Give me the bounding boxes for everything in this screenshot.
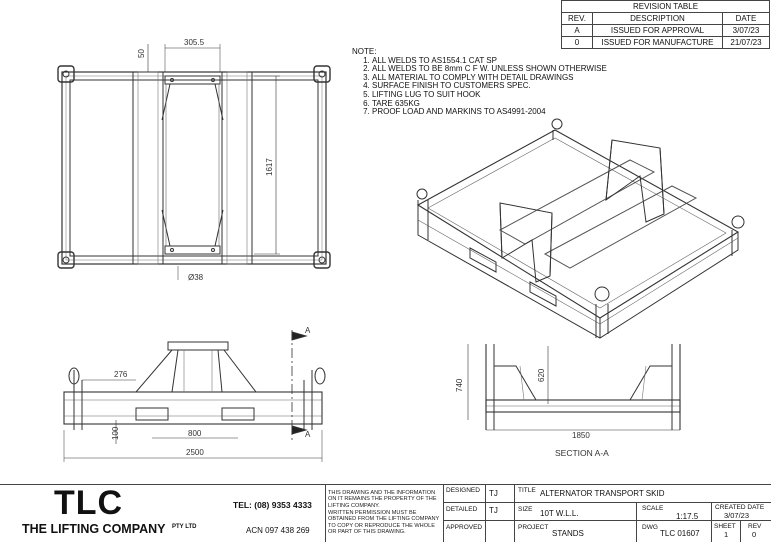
lifting-lug-icon <box>731 215 745 256</box>
dim-elev-slot: 800 <box>188 429 202 438</box>
corner-lug-icon <box>313 65 331 83</box>
company-acn: ACN 097 438 269 <box>246 526 310 535</box>
dim-plan-pin: Ø38 <box>188 273 204 282</box>
size-value: 10T W.L.L. <box>540 509 579 518</box>
revision-table: REVISION TABLE REV. DESCRIPTION DATE A I… <box>561 0 770 49</box>
section-mark-top: A <box>305 326 311 335</box>
project-label: PROJECT <box>518 524 549 531</box>
notes-title: NOTE: <box>352 47 377 56</box>
isometric-view <box>416 118 745 339</box>
note-item: SURFACE FINISH TO CUSTOMERS SPEC. <box>372 82 607 91</box>
revision-row: 0 ISSUED FOR MANUFACTURE 21/07/23 <box>561 36 770 49</box>
scale-value: 1:17.5 <box>676 512 699 521</box>
sheet-value: 1 <box>724 530 729 539</box>
disclaimer-permission: WRITTEN PERMISSION MUST BE OBTAINED FROM… <box>328 510 440 536</box>
disclaimer-ownership: THIS DRAWING AND THE INFORMATION ON IT R… <box>328 490 437 509</box>
size-label: SIZE <box>518 506 533 513</box>
note-item: ALL WELDS TO BE 8mm C F W. UNLESS SHOWN … <box>372 65 607 74</box>
plan-view <box>57 44 331 280</box>
title-block: TLC THE LIFTING COMPANY PTY LTD TEL: (08… <box>0 484 771 542</box>
scale-label: SCALE <box>642 505 664 512</box>
section-mark-bottom: A <box>305 430 311 439</box>
dwg-label: DWG <box>642 524 658 531</box>
dim-plan-top-width: 305.5 <box>184 38 205 47</box>
created-label: CREATED DATE <box>715 504 765 511</box>
revision-rev: 0 <box>561 36 593 49</box>
section-label: SECTION A-A <box>555 448 609 458</box>
rev-value: 0 <box>752 530 757 539</box>
corner-lug-icon <box>57 251 75 269</box>
note-item: TARE 635KG <box>372 99 607 109</box>
rev-label: REV <box>748 523 762 530</box>
drawing-title: ALTERNATOR TRANSPORT SKID <box>540 489 665 498</box>
lifting-lug-icon <box>68 367 80 385</box>
project-value: STANDS <box>552 529 584 538</box>
approved-label: APPROVED <box>446 524 483 531</box>
detailed-label: DETAILED <box>446 506 478 513</box>
note-item: LIFTING LUG TO SUIT HOOK <box>372 90 607 100</box>
drawing-sheet: 305.5 50 1617 Ø38 276 100 800 2500 740 6… <box>57 38 745 462</box>
note-item: ALL WELDS TO AS1554.1 CAT SP <box>372 56 607 66</box>
corner-lug-icon <box>57 65 75 83</box>
lifting-lug-icon <box>416 188 429 240</box>
lifting-lug-icon <box>551 118 563 140</box>
company-pty: PTY LTD <box>172 524 197 530</box>
dwg-value: TLC 01607 <box>660 529 700 538</box>
company-tel: TEL: (08) 9353 4333 <box>233 500 312 510</box>
dim-section-inner: 620 <box>537 368 546 382</box>
dim-elev-offset: 276 <box>114 370 128 379</box>
dim-section-width: 1850 <box>572 431 590 440</box>
lifting-lug-icon <box>314 367 326 385</box>
note-item: PROOF LOAD AND MARKINS TO AS4991-2004 <box>372 108 607 117</box>
note-item: ALL MATERIAL TO COMPLY WITH DETAIL DRAWI… <box>372 73 607 83</box>
notes-block: NOTE: ALL WELDS TO AS1554.1 CAT SP ALL W… <box>352 47 607 117</box>
corner-lug-icon <box>313 251 331 269</box>
dim-plan-offset: 50 <box>137 49 146 58</box>
dim-elev-length: 2500 <box>186 448 204 457</box>
revision-date: 21/07/23 <box>722 36 770 49</box>
section-view <box>467 344 681 431</box>
dim-plan-height: 1617 <box>265 158 274 176</box>
sheet-label: SHEET <box>714 523 736 530</box>
side-elevation <box>63 330 326 462</box>
title-label: TITLE <box>518 487 536 494</box>
created-value: 3/07/23 <box>724 511 750 520</box>
designed-label: DESIGNED <box>446 487 480 494</box>
company-name: THE LIFTING COMPANY <box>22 522 166 536</box>
dim-section-height: 740 <box>455 378 464 392</box>
designed-value: TJ <box>489 489 498 498</box>
lifting-lug-icon <box>594 286 610 338</box>
dim-elev-height: 100 <box>111 426 120 440</box>
detailed-value: TJ <box>489 506 498 515</box>
company-logo: TLC <box>54 484 124 522</box>
